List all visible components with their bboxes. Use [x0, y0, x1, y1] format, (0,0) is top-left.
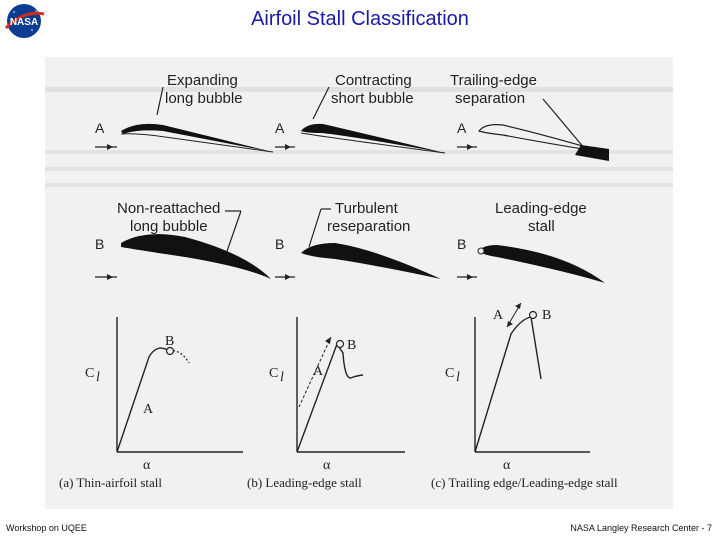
plot-c-cl-sub: l — [456, 370, 460, 385]
row-a-label-2-line1: Contracting — [335, 72, 412, 89]
stall-figure: Expanding long bubble A Contracting shor… — [45, 57, 673, 509]
row-b-marker-3: B — [457, 236, 466, 252]
caption-c: (c) Trailing edge/Leading-edge stall — [431, 475, 618, 490]
footer-workshop: Workshop on UQEE — [6, 523, 87, 533]
row-b-label-1-line1: Non-reattached — [117, 200, 220, 217]
row-a-label-1-line1: Expanding — [167, 72, 238, 89]
plot-c-cl-label: C — [445, 366, 454, 381]
plot-b-alpha: α — [323, 458, 331, 473]
plot-a-cl-sub: l — [96, 370, 100, 385]
row-b-marker-1: B — [95, 236, 104, 252]
row-a-label-1-line2: long bubble — [165, 90, 243, 107]
row-a-label-2-line2: short bubble — [331, 90, 414, 107]
row-b-label-1-line2: long bubble — [130, 218, 208, 235]
panel-a-leading: Contracting short bubble A — [275, 72, 446, 154]
plot-b-point-b: B — [347, 338, 356, 353]
row-a-label-3-line2: separation — [455, 90, 525, 107]
stall-diagram: Expanding long bubble A Contracting shor… — [45, 72, 673, 490]
plot-a-cl-label: C — [85, 366, 94, 381]
panel-b-leading: Turbulent reseparation B — [275, 200, 441, 280]
row-b-label-3-line1: Leading-edge — [495, 200, 587, 217]
row-b-marker-2: B — [275, 236, 284, 252]
panel-b-trailing: Leading-edge stall B — [457, 200, 605, 283]
plot-thin-airfoil-stall: C l α B A (a) Thin-airfoil stall — [59, 317, 243, 490]
row-b-label-2-line2: reseparation — [327, 218, 410, 235]
row-b-label-2-line1: Turbulent — [335, 200, 399, 217]
row-b-label-3-line2: stall — [528, 218, 555, 235]
plot-b-cl-sub: l — [280, 370, 284, 385]
nasa-logo: NASA — [4, 4, 45, 38]
plot-a-point-a: A — [143, 402, 154, 417]
plot-c-point-a: A — [493, 308, 504, 323]
caption-b: (b) Leading-edge stall — [247, 475, 362, 490]
slide-title: Airfoil Stall Classification — [251, 8, 469, 30]
plot-b-point-a: A — [313, 364, 324, 379]
plot-a-alpha: α — [143, 458, 151, 473]
footer-center-page: NASA Langley Research Center - 7 — [570, 523, 712, 533]
row-a-marker-3: A — [457, 120, 467, 136]
row-a-marker-1: A — [95, 120, 105, 136]
scan-texture — [45, 87, 673, 187]
plot-b-cl-label: C — [269, 366, 278, 381]
row-a-marker-2: A — [275, 120, 285, 136]
plot-leading-edge-stall: C l α B A (b) Leading-edge stall — [247, 317, 405, 490]
plot-trailing-leading-edge-stall: C l α B A (c) Trailing edge/Leading-edge… — [431, 302, 618, 490]
plot-a-point-b: B — [165, 334, 174, 349]
panel-a-thin: Expanding long bubble A — [95, 72, 274, 153]
row-a-label-3-line1: Trailing-edge — [450, 72, 537, 89]
panel-b-thin: Non-reattached long bubble B — [95, 200, 271, 280]
plot-c-alpha: α — [503, 458, 511, 473]
plot-c-point-b: B — [542, 308, 551, 323]
caption-a: (a) Thin-airfoil stall — [59, 475, 162, 490]
panel-a-trailing: Trailing-edge separation A — [450, 72, 609, 161]
logo-wordmark: NASA — [10, 17, 38, 28]
